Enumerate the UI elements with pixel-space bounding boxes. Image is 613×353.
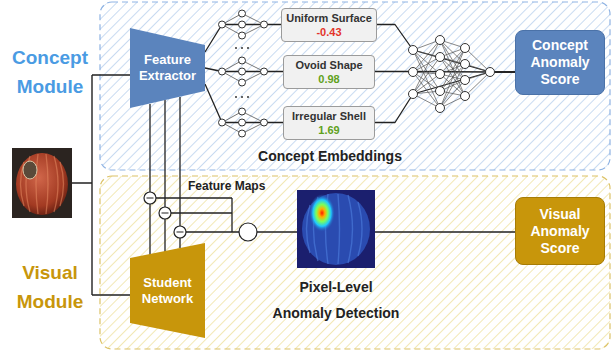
score-box: Concept Anomaly Score [515,30,605,95]
net-neuron [219,10,268,137]
diagram-label: Pixel-Level Anomaly Detection [270,274,402,326]
connector-line [377,25,515,73]
module-region: Concept Module Feature Extractor Uniform S… [0,0,613,172]
node-text: 1.69 [318,123,339,137]
anomaly-heatmap [297,190,375,268]
concept-box: Uniform Surface-0.43 [281,8,377,42]
module-heading: Visual Module [6,258,94,316]
concept-box: Irregular Shell1.69 [283,106,375,140]
node-text: Student Network [138,275,198,307]
module-heading: Concept Module [6,43,94,101]
label-holder: Feature Extractor [130,28,205,108]
module-region: Visual Module Student Network Visual Anoma… [0,174,613,353]
concept-net [222,14,264,134]
node-text: Uniform Surface [286,11,372,25]
connector-line [205,84,283,123]
node-text: Concept Module [6,43,94,101]
feature-map-wire [150,97,232,256]
ellipsis-dots [235,47,249,98]
label-holder: Student Network [130,243,205,338]
node-text: 0.98 [318,72,339,86]
connector-line [205,25,281,53]
input-wire [72,75,130,295]
node-text: Irregular Shell [292,109,366,123]
student-network: Student Network [130,243,205,338]
node-text: Concept Anomaly Score [522,37,598,88]
concept-band [100,2,610,170]
feature-extractor: Feature Extractor [130,28,205,108]
diagram-label: Concept Embeddings [245,148,415,165]
node-text: Visual Anomaly Score [522,206,598,257]
connector-line [375,72,515,123]
score-box: Visual Anomaly Score [515,197,605,265]
input-image [12,148,72,218]
subtract-node [144,192,257,241]
trapezoid-fill [130,28,205,108]
node-text: -0.43 [316,25,341,39]
mlp-neuron [409,36,495,113]
node-text: Visual Module [6,258,94,316]
diagram-label: Feature Maps [188,179,283,193]
visual-band [100,176,610,349]
concept-box: Ovoid Shape0.98 [283,55,375,89]
node-text: Feature Extractor [135,52,201,84]
node-text: Ovoid Shape [295,58,362,72]
trapezoid-fill [130,243,205,338]
mlp-weights [413,40,490,108]
